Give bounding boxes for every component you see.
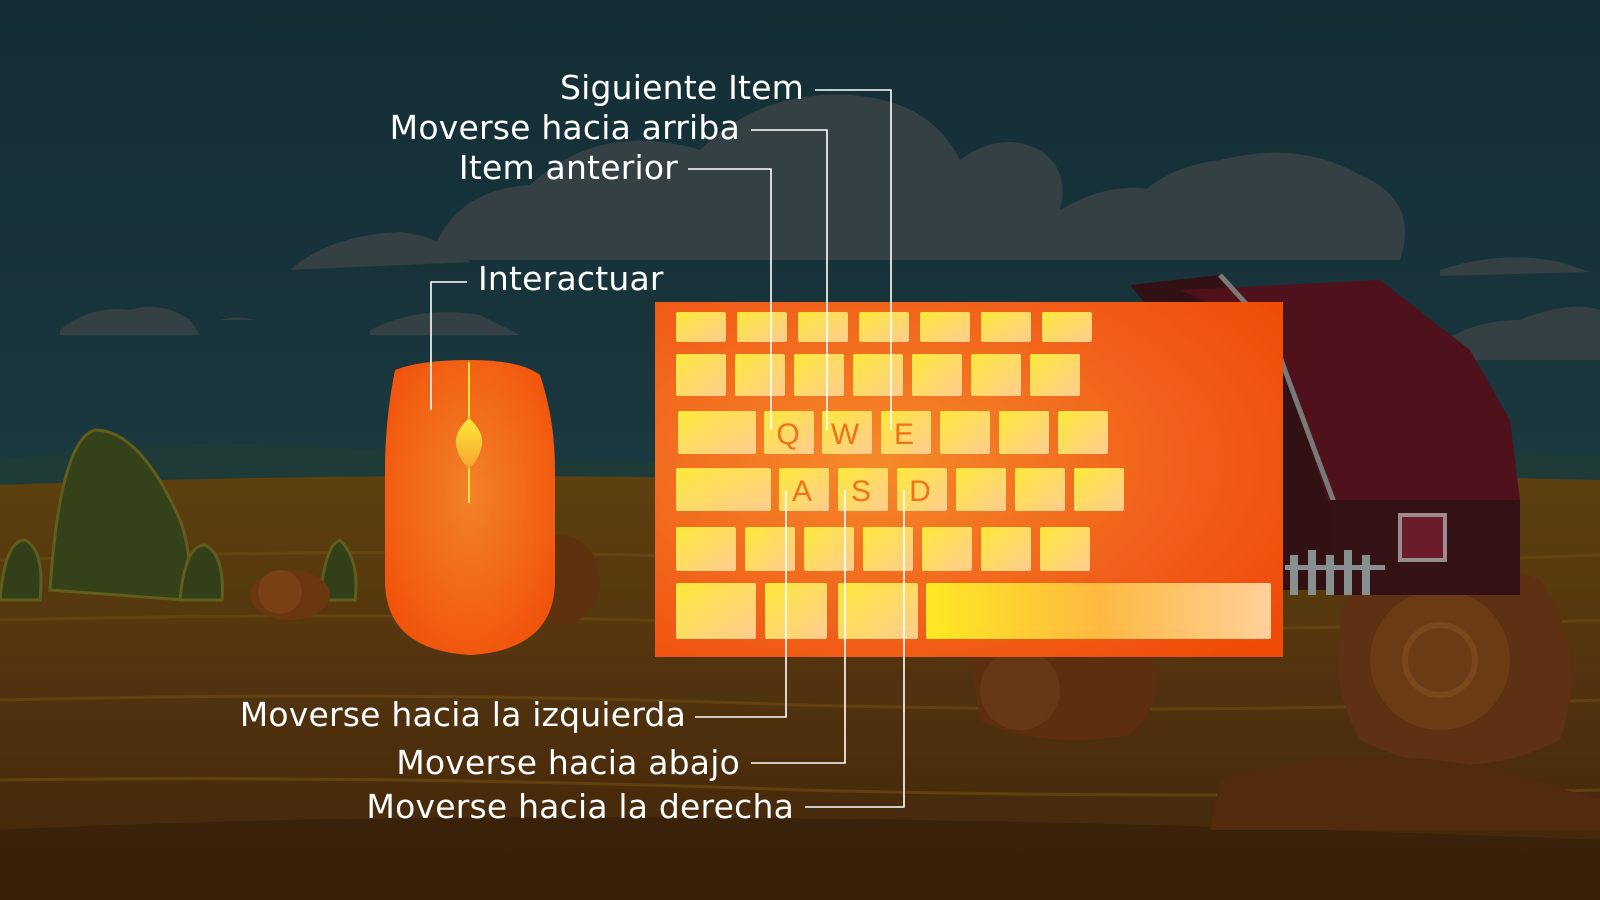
key-r5-0 — [676, 583, 756, 639]
key-e-label: E — [894, 418, 914, 451]
key-r1-2 — [794, 354, 844, 396]
key-r4-0 — [676, 527, 736, 571]
key-e — [881, 411, 931, 454]
keyboard-keys — [676, 312, 1271, 639]
key-r0-2 — [798, 312, 848, 342]
key-r3-0 — [676, 468, 771, 511]
key-d-label: D — [909, 475, 931, 508]
label-next-item: Siguiente Item — [559, 68, 804, 107]
key-r5-1 — [765, 583, 827, 639]
key-s-label: S — [851, 475, 871, 508]
key-r4-4 — [922, 527, 972, 571]
key-w-label: W — [831, 418, 860, 451]
scroll-wheel — [455, 418, 483, 468]
key-r0-0 — [676, 312, 726, 342]
bushes — [0, 428, 358, 602]
key-r1-0 — [676, 354, 726, 396]
label-move-right: Moverse hacia la derecha — [366, 787, 794, 826]
key-r4-1 — [745, 527, 795, 571]
key-r0-5 — [981, 312, 1031, 342]
key-r1-3 — [853, 354, 903, 396]
callout-next-item — [815, 89, 892, 430]
key-q-label: Q — [776, 418, 799, 451]
callout-prev-item — [688, 168, 772, 430]
key-r4-5 — [981, 527, 1031, 571]
label-move-left: Moverse hacia la izquierda — [239, 695, 686, 734]
key-r3-4 — [956, 468, 1006, 511]
key-r0-3 — [859, 312, 909, 342]
key-letters: Q W E A S D — [776, 418, 931, 508]
key-d — [897, 468, 947, 511]
key-w — [822, 411, 872, 454]
key-r3-5 — [1015, 468, 1065, 511]
key-r2-6 — [1058, 411, 1108, 454]
callout-interact — [430, 281, 467, 410]
clouds — [60, 94, 1600, 360]
callout-move-down — [751, 490, 846, 764]
key-s — [838, 468, 888, 511]
key-r1-4 — [912, 354, 962, 396]
key-r2-4 — [940, 411, 990, 454]
keyboard-icon: Q W E A S D — [655, 302, 1283, 657]
key-r0-4 — [920, 312, 970, 342]
label-prev-item: Item anterior — [458, 148, 678, 187]
key-q — [764, 411, 814, 454]
callout-move-right — [805, 490, 905, 808]
callout-move-left — [695, 490, 787, 718]
key-r4-2 — [804, 527, 854, 571]
label-interact: Interactuar — [478, 259, 664, 298]
callout-lines — [430, 89, 905, 808]
key-r2-0 — [678, 411, 756, 454]
key-r3-6 — [1074, 468, 1124, 511]
key-a-label: A — [792, 475, 812, 508]
key-r1-5 — [971, 354, 1021, 396]
key-r0-6 — [1042, 312, 1092, 342]
key-r5-2 — [838, 583, 918, 639]
mouse-icon — [385, 360, 555, 655]
key-r1-6 — [1030, 354, 1080, 396]
key-r0-1 — [737, 312, 787, 342]
key-a — [779, 468, 829, 511]
key-r4-3 — [863, 527, 913, 571]
label-move-up: Moverse hacia arriba — [389, 108, 740, 147]
key-space — [926, 583, 1271, 639]
key-r4-6 — [1040, 527, 1090, 571]
hay-bales — [250, 535, 1600, 830]
key-r1-1 — [735, 354, 785, 396]
callout-move-up — [751, 129, 828, 430]
key-r2-5 — [999, 411, 1049, 454]
label-move-down: Moverse hacia abajo — [396, 743, 740, 782]
